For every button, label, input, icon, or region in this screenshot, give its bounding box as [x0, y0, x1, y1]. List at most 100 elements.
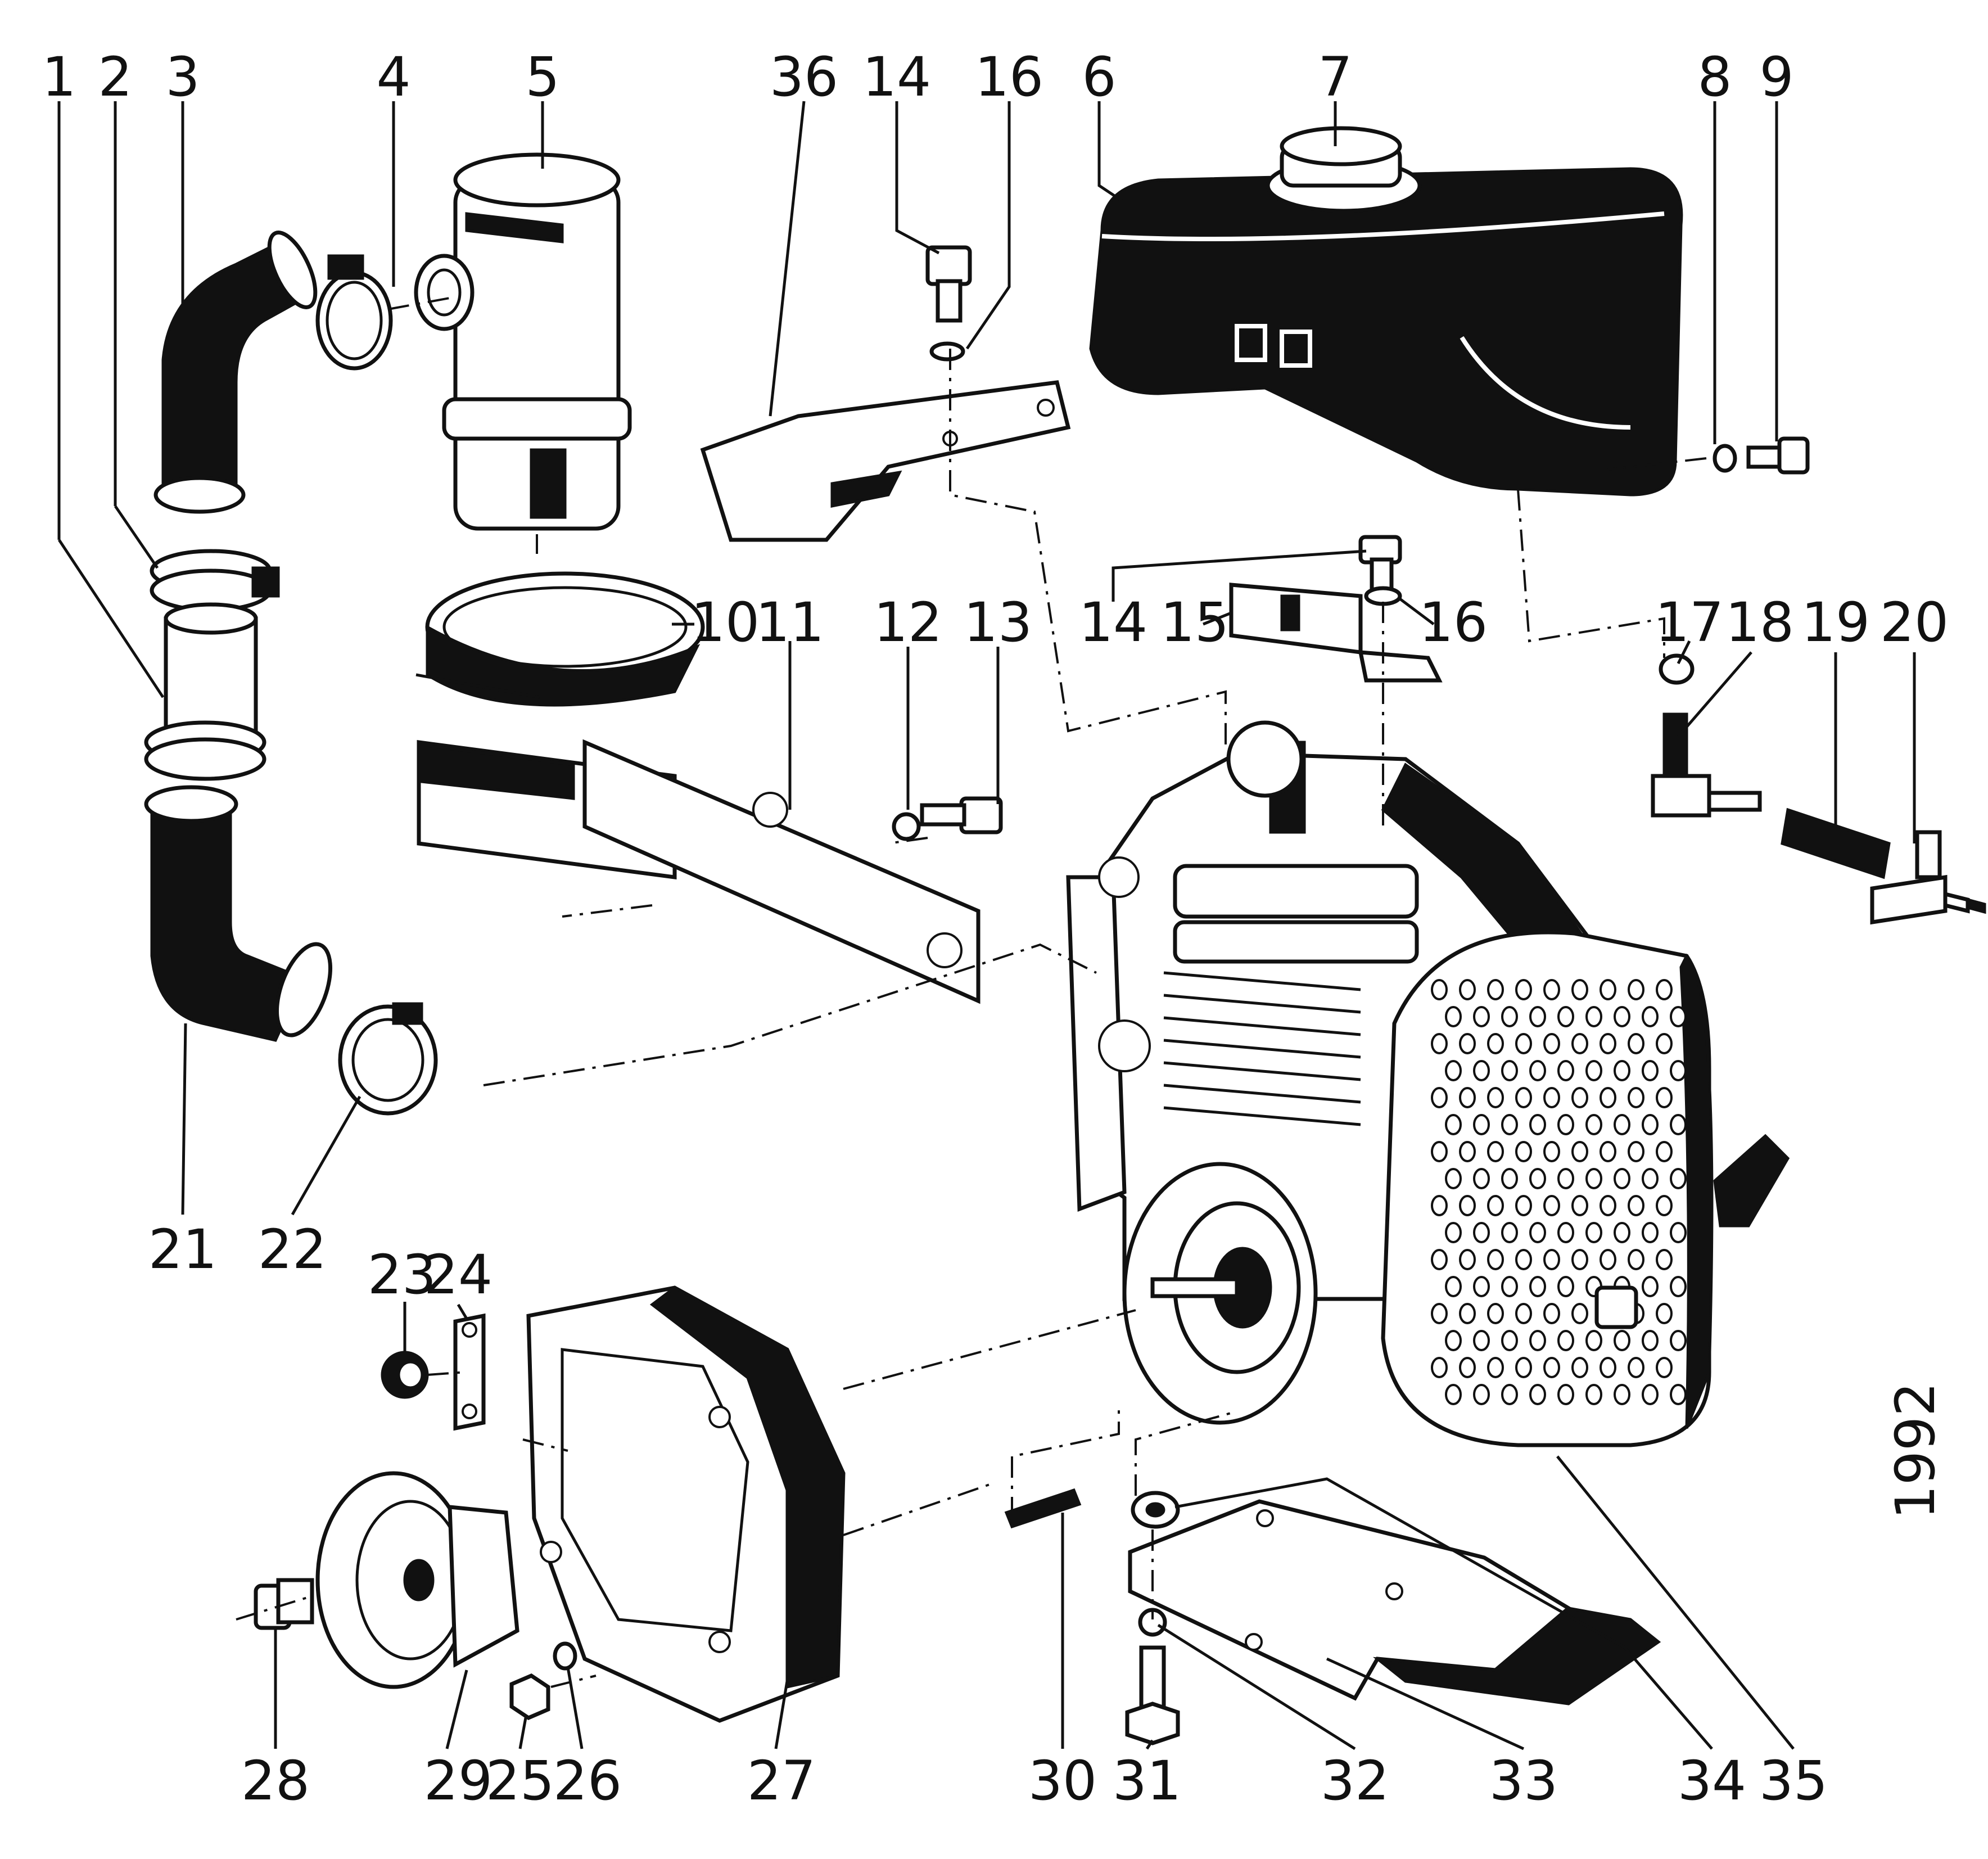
shroud-hole — [1515, 1303, 1532, 1324]
shroud-hole — [1571, 1087, 1588, 1108]
shroud-hole — [1571, 1303, 1588, 1324]
shroud-hole — [1543, 1087, 1560, 1108]
bracket-15-drawing — [1229, 583, 1443, 683]
shroud-hole — [1445, 1114, 1462, 1135]
part-label-13: 13 — [964, 591, 1032, 654]
part-label-7: 7 — [1318, 46, 1352, 109]
shroud-hole — [1600, 1141, 1616, 1162]
shroud-hole — [1670, 1276, 1687, 1297]
shroud-hole — [1543, 1033, 1560, 1054]
shroud-hole — [1445, 1384, 1462, 1405]
shroud-hole — [1487, 1141, 1504, 1162]
part-label-3: 3 — [165, 46, 200, 109]
part-label-28: 28 — [241, 1749, 310, 1812]
shroud-hole — [1487, 1303, 1504, 1324]
shroud-hole — [1543, 1303, 1560, 1324]
pulley-drawing — [315, 1471, 519, 1689]
shroud-hole — [1585, 1384, 1602, 1405]
shroud-hole — [1473, 1330, 1490, 1351]
shroud-hole — [1543, 1357, 1560, 1378]
shroud-hole — [1515, 1141, 1532, 1162]
shroud-hole — [1628, 979, 1644, 1000]
part-label-16-top: 16 — [975, 46, 1043, 109]
shroud-hole — [1628, 1087, 1644, 1108]
hose-clamp-22-drawing — [338, 1002, 438, 1116]
shroud-hole — [1459, 1033, 1476, 1054]
part-label-35: 35 — [1759, 1749, 1828, 1812]
part-label-5: 5 — [525, 46, 559, 109]
bracket-strap-drawing — [417, 739, 981, 1004]
shroud-hole — [1515, 1033, 1532, 1054]
shroud-hole — [1585, 1060, 1602, 1081]
shroud-hole — [1459, 1087, 1476, 1108]
shroud-hole — [1515, 1249, 1532, 1270]
washer-34-drawing — [1131, 1491, 1180, 1529]
shroud-hole — [1515, 1087, 1532, 1108]
shroud-hole — [1501, 1330, 1518, 1351]
shroud-hole — [1557, 1330, 1574, 1351]
shroud-hole — [1585, 1168, 1602, 1189]
part-label-30: 30 — [1028, 1749, 1097, 1812]
part-label-21: 21 — [148, 1218, 217, 1281]
shroud-hole — [1487, 1033, 1504, 1054]
shroud-hole — [1600, 1033, 1616, 1054]
hose-clamp-4-drawing — [315, 254, 393, 371]
shroud-hole — [1557, 1276, 1574, 1297]
shroud-hole — [1642, 1384, 1659, 1405]
shroud-hole — [1600, 1087, 1616, 1108]
shroud-hole — [1600, 1195, 1616, 1216]
shroud-hole — [1571, 1357, 1588, 1378]
shroud-hole — [1431, 1195, 1448, 1216]
shroud-hole — [1585, 1222, 1602, 1243]
part-label-17: 17 — [1655, 591, 1724, 654]
part-label-27: 27 — [747, 1749, 816, 1812]
washer-26-drawing — [553, 1641, 577, 1671]
shroud-hole — [1473, 1222, 1490, 1243]
shroud-hole — [1529, 1114, 1546, 1135]
part-label-25: 25 — [486, 1749, 554, 1812]
nut-25-drawing — [509, 1673, 550, 1720]
part-label-4: 4 — [376, 46, 410, 109]
shroud-hole — [1445, 1006, 1462, 1027]
part-label-15: 15 — [1160, 591, 1229, 654]
shroud-hole — [1656, 1033, 1673, 1054]
shroud-hole — [1642, 1168, 1659, 1189]
shroud-hole — [1571, 979, 1588, 1000]
part-label-36: 36 — [770, 46, 838, 109]
upper-intake-elbow-drawing — [153, 231, 318, 514]
shroud-hole — [1431, 979, 1448, 1000]
shroud-hole — [1571, 1141, 1588, 1162]
shroud-hole — [1614, 1222, 1630, 1243]
fuel-tank-drawing — [1089, 126, 1683, 497]
shroud-hole — [1431, 1303, 1448, 1324]
shroud-hole — [1501, 1384, 1518, 1405]
shroud-hole — [1557, 1114, 1574, 1135]
shroud-hole — [1585, 1330, 1602, 1351]
shroud-hole — [1642, 1330, 1659, 1351]
part-label-31: 31 — [1113, 1749, 1181, 1812]
shroud-hole — [1487, 979, 1504, 1000]
shroud-hole — [1571, 1033, 1588, 1054]
part-label-24: 24 — [424, 1243, 493, 1306]
shroud-hole — [1585, 1114, 1602, 1135]
shroud-hole — [1445, 1222, 1462, 1243]
part-label-14-lower: 14 — [1079, 591, 1147, 654]
shroud-hole — [1473, 1276, 1490, 1297]
shroud-hole — [1628, 1249, 1644, 1270]
part-label-19: 19 — [1801, 591, 1870, 654]
shroud-hole — [1473, 1060, 1490, 1081]
shroud-hole — [1515, 1357, 1532, 1378]
shroud-hole — [1614, 1114, 1630, 1135]
shroud-hole — [1501, 1060, 1518, 1081]
shroud-hole — [1459, 979, 1476, 1000]
shroud-hole — [1529, 1330, 1546, 1351]
pump-housing-drawing — [526, 1285, 846, 1723]
shroud-hole — [1431, 1249, 1448, 1270]
shroud-hole — [1656, 1357, 1673, 1378]
shroud-hole — [1529, 1384, 1546, 1405]
base-plate-drawing — [1128, 1499, 1661, 1705]
shroud-hole — [1670, 1006, 1687, 1027]
engine-flange-drawing — [1122, 1162, 1318, 1425]
shroud-hole — [1431, 1141, 1448, 1162]
lower-elbow-hose-drawing — [144, 785, 333, 1042]
